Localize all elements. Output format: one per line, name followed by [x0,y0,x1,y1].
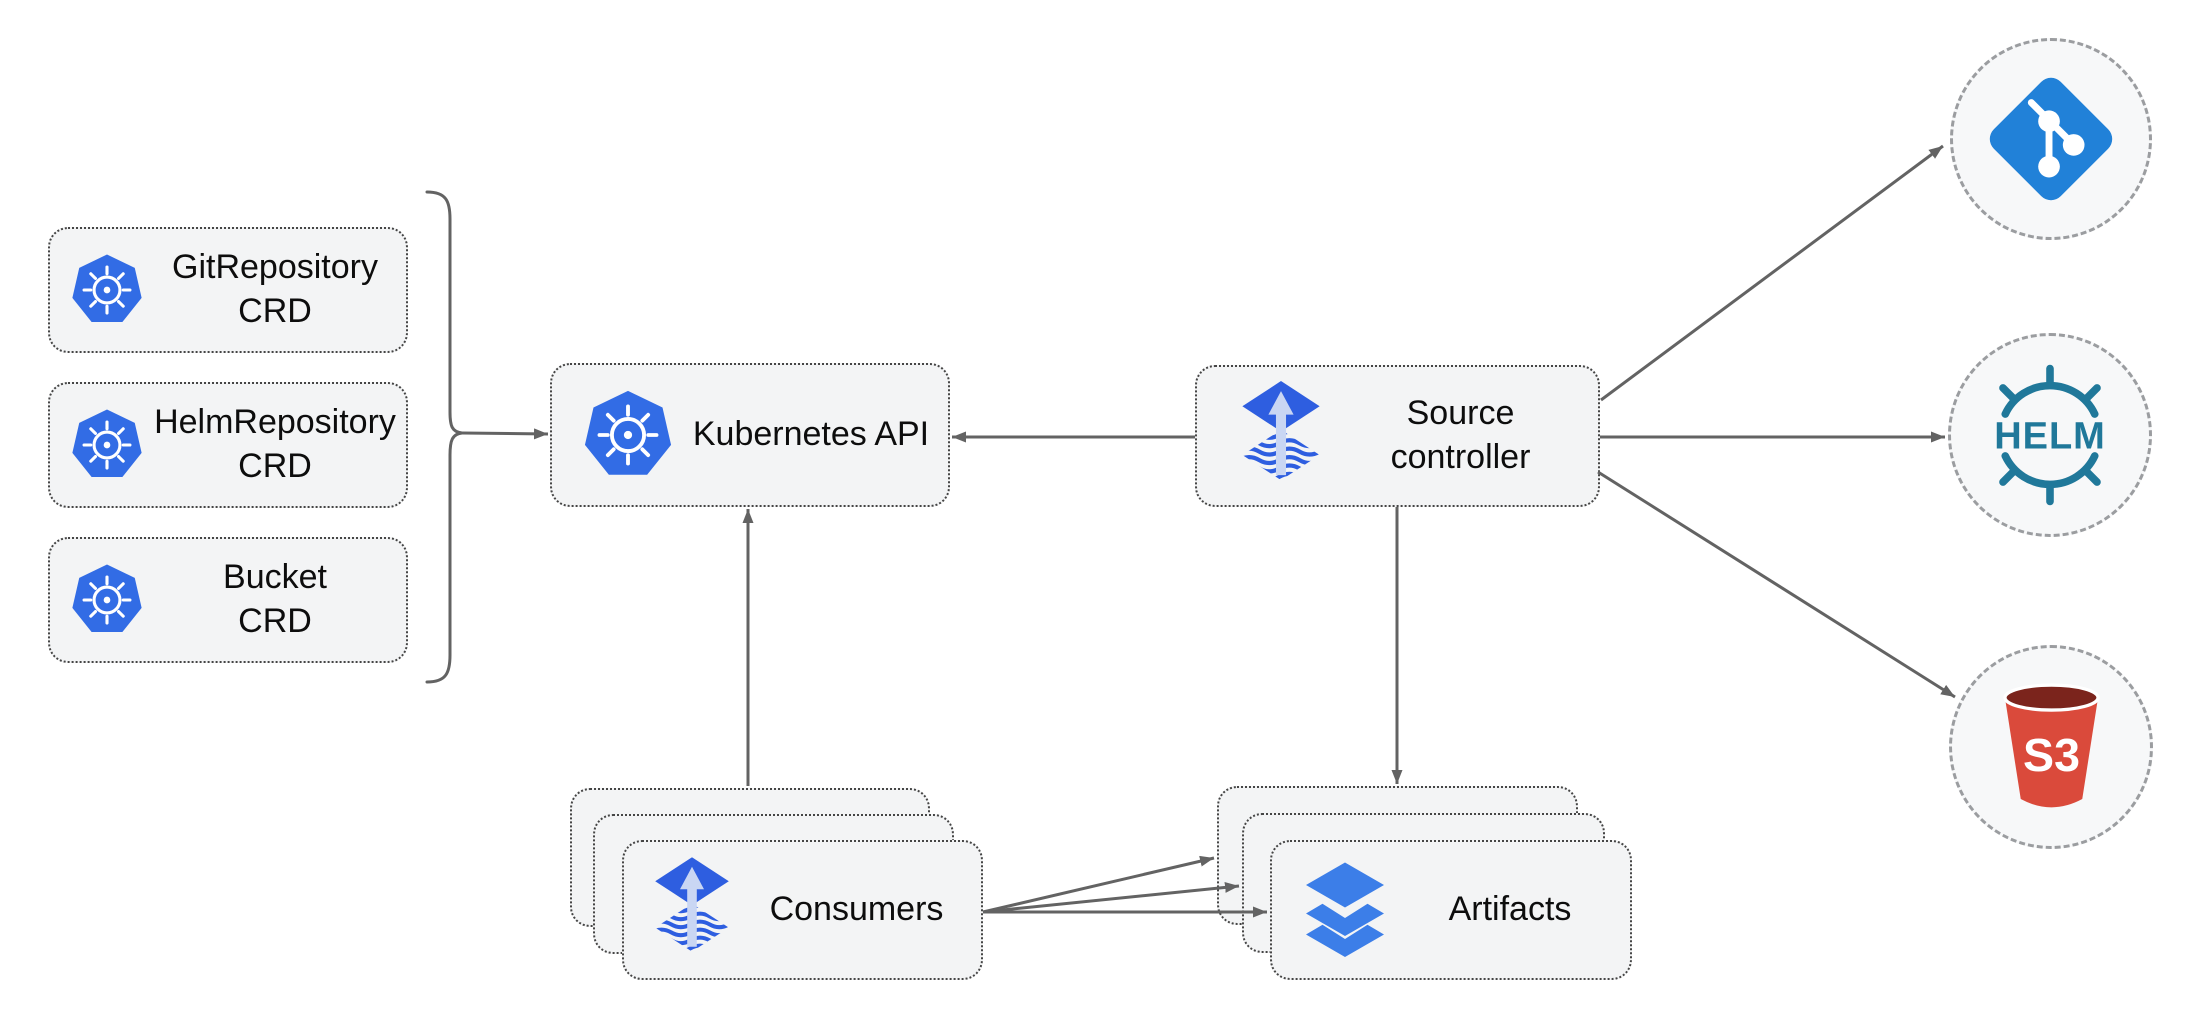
edge-crds-to-kubernetes-api [461,428,549,440]
node-bucket-crd: Bucket CRD [48,537,408,663]
endpoint-helm: HELM [1948,333,2152,537]
node-label: Source controller [1323,392,1598,479]
node-label: Kubernetes API [674,413,948,457]
node-artifacts: Artifacts [1270,840,1632,980]
node-source-controller: Source controller [1195,365,1600,507]
node-label-line1: GitRepository [172,248,378,287]
helm-icon: HELM [1994,359,2105,511]
flux-icon [652,857,732,963]
s3-logo-text: S3 [2023,728,2080,780]
edge-consumers-to-artifacts-middle [982,881,1240,914]
node-label-line1: HelmRepository [154,403,396,442]
node-label: HelmRepository CRD [144,401,406,488]
endpoint-git [1950,38,2152,240]
s3-bucket-icon: S3 [1993,676,2110,819]
node-label-line2: CRD [238,602,312,640]
node-helmrepository-crd: HelmRepository CRD [48,382,408,508]
helm-logo-text: HELM [1994,415,2105,457]
kubernetes-icon [582,389,674,481]
node-label-text: Kubernetes API [692,415,930,454]
git-icon [1982,70,2120,208]
node-label-text: Consumers [769,890,944,929]
node-label-line1: Source [1406,394,1515,433]
node-label: GitRepository CRD [144,246,406,333]
node-label-line1: Bucket [223,558,327,597]
node-label-text: Artifacts [1448,890,1572,929]
edge-source-controller-to-s3 [1597,470,1956,699]
edge-source-controller-to-git [1600,144,1944,402]
endpoint-s3: S3 [1949,645,2153,849]
crd-group-bracket [425,190,463,684]
kubernetes-icon [70,563,144,637]
node-kubernetes-api: Kubernetes API [550,363,950,507]
node-label-line2: CRD [238,292,312,330]
node-gitrepository-crd: GitRepository CRD [48,227,408,353]
node-label-line2: controller [1390,438,1531,476]
layers-icon [1300,858,1390,963]
edge-consumers-to-artifacts-back [982,855,1215,914]
kubernetes-icon [70,253,144,327]
node-label-line2: CRD [238,447,312,485]
node-consumers: Consumers [622,840,983,980]
node-label: Bucket CRD [144,556,406,643]
node-label: Consumers [732,888,981,932]
kubernetes-icon [70,408,144,482]
node-label: Artifacts [1390,888,1630,932]
flux-icon [1239,381,1323,492]
